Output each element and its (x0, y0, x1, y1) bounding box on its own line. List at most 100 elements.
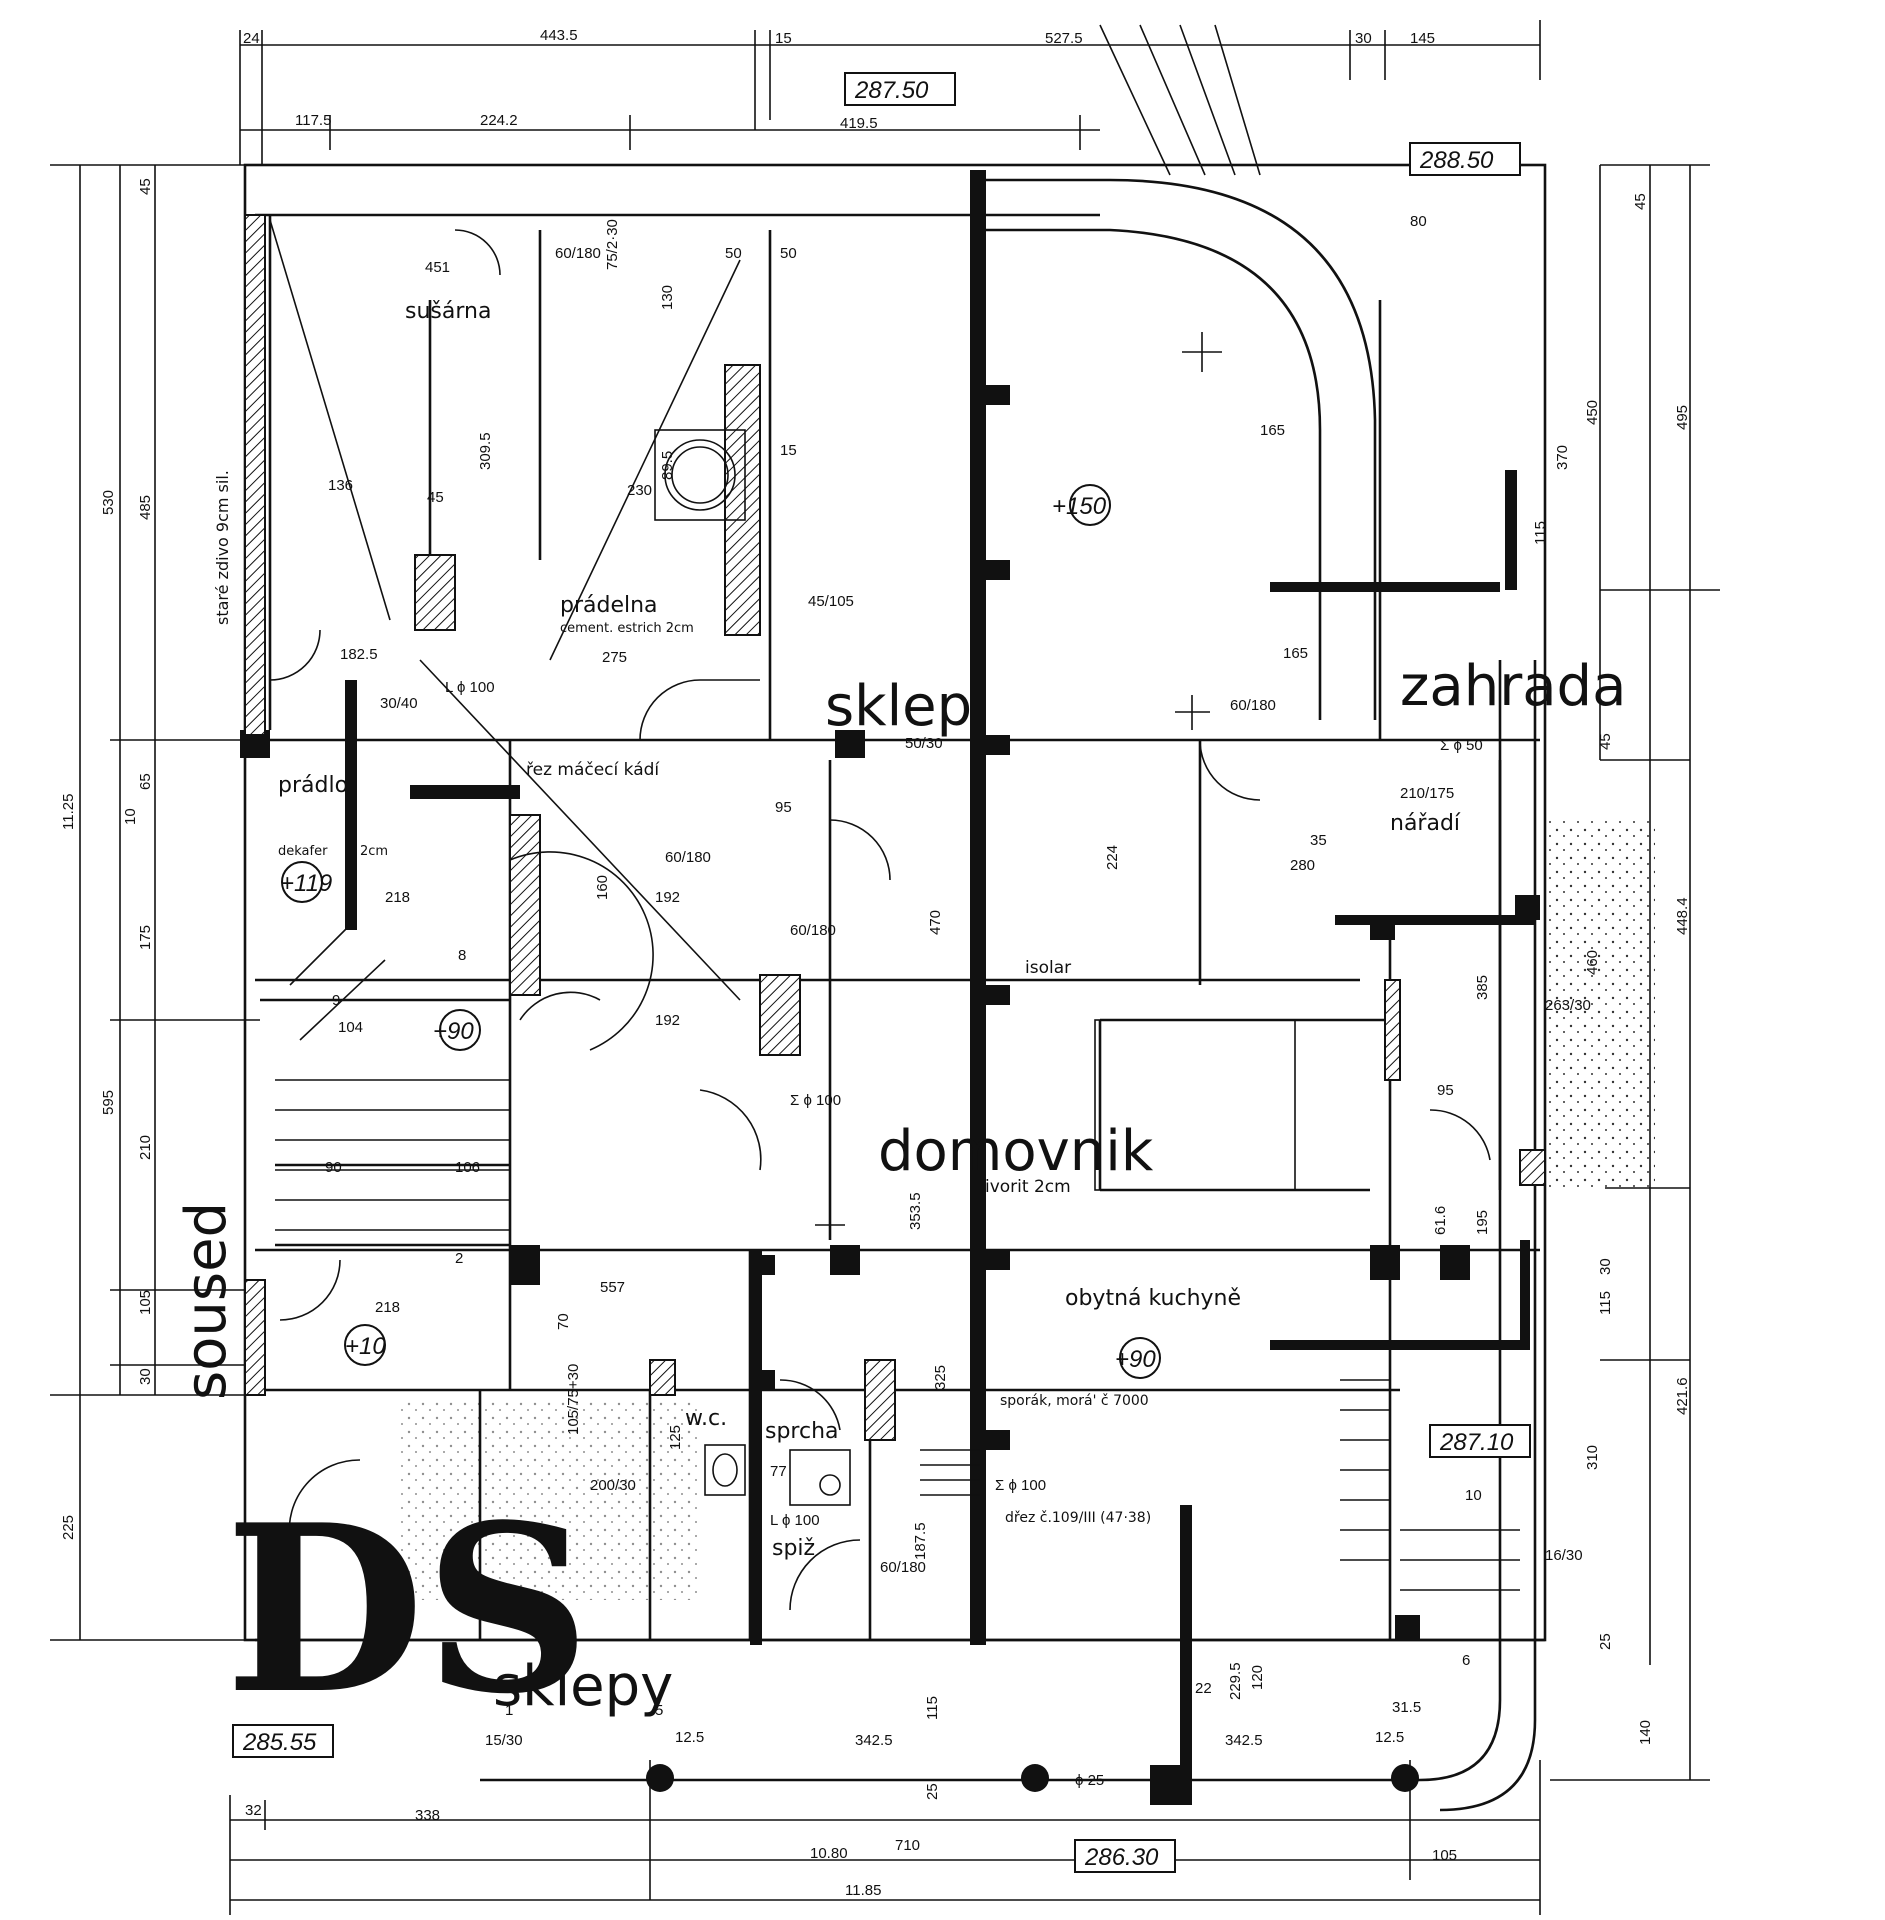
level-right: 287.10 (1439, 1429, 1514, 1456)
dim-450: 450 (1584, 400, 1601, 425)
hatched-masonry (244, 214, 1546, 1441)
dim-105-75: 105/75+30 (565, 1364, 582, 1435)
door-swings (269, 229, 1491, 1611)
dim-89-5: 89.5 (659, 451, 676, 480)
level-boxes: 287.50 288.50 287.10 285.55 286.30 (232, 72, 1531, 1873)
dim-210: 210 (137, 1135, 154, 1160)
stairs (269, 219, 1520, 1591)
wash-boiler (654, 429, 746, 521)
dim-25-right: 25 (1597, 1633, 1614, 1650)
dimension-texts-right: 45 495 450 370 115 45 448.4 460 421.6 30… (1532, 193, 1691, 1745)
dim-342-5-a: 342.5 (855, 1732, 893, 1749)
dim-65: 65 (137, 773, 154, 790)
dim-385: 385 (1474, 975, 1491, 1000)
dim-75-230: 75/2·30 (604, 219, 621, 270)
dim-2: 2 (455, 1250, 463, 1267)
pipe-phi25: ϕ 25 (1075, 1772, 1104, 1789)
dim-210-175: 210/175 (1400, 785, 1454, 802)
dim-30-right: 30 (1597, 1258, 1614, 1275)
dim-80: 80 (1410, 213, 1427, 230)
dim-6: 6 (1462, 1652, 1470, 1669)
dim-309-5: 309.5 (477, 432, 494, 470)
curved-wall (980, 178, 1377, 720)
dim-1: 1 (505, 1702, 513, 1719)
dim-451: 451 (425, 259, 450, 276)
dim-11-25: 11.25 (60, 794, 77, 830)
dim-218-a: 218 (385, 889, 410, 906)
dim-45-a: 45 (427, 489, 444, 506)
dim-353-5: 353.5 (907, 1192, 924, 1230)
dim-45: 45 (137, 178, 154, 195)
dim-10-inner: 10 (1465, 1487, 1482, 1504)
room-label-sklep: sklep (825, 674, 972, 739)
label-dekafer-thickness: 2cm (360, 844, 388, 859)
level-crosses (815, 332, 1222, 1240)
dim-224: 224 (1104, 845, 1121, 870)
dim-182-5: 182.5 (340, 646, 378, 663)
pipe-lphi100-a: L ϕ 100 (445, 679, 495, 696)
dim-530: 530 (100, 490, 117, 515)
dim-77: 77 (770, 1463, 787, 1480)
dim-105: 105 (137, 1290, 154, 1315)
dim-338: 338 (415, 1807, 440, 1824)
dim-470: 470 (927, 910, 944, 935)
dim-280: 280 (1290, 857, 1315, 874)
dim-9: 9 (332, 992, 340, 1009)
dim-192-b: 192 (655, 1012, 680, 1029)
level-top-center: 287.50 (854, 77, 929, 104)
dim-117-5: 117.5 (295, 112, 331, 129)
dim-30-40: 30/40 (380, 695, 418, 712)
dim-50-30: 50/30 (905, 735, 943, 752)
mark-plus119: +119 (280, 870, 332, 897)
dim-60-180-b: 60/180 (1230, 697, 1276, 714)
label-sporak: sporák, morá' č 7000 (1000, 1393, 1149, 1409)
label-isolar: isolar (1025, 958, 1071, 978)
dim-45-right-b: 45 (1597, 733, 1614, 750)
dim-12-5-b: 12.5 (1375, 1729, 1404, 1746)
dim-106: 106 (455, 1159, 480, 1176)
height-marks: +150 +119 +90 +90 +10 (280, 484, 1161, 1379)
dim-95-a: 95 (1437, 1082, 1454, 1099)
thick-walls (240, 170, 1540, 1805)
dim-15-30: 15/30 (485, 1732, 523, 1749)
dim-448-4: 448.4 (1674, 897, 1691, 935)
dim-370: 370 (1554, 445, 1571, 470)
pipe-labels: L ϕ 100 L ϕ 100 Σ ϕ 100 Σ ϕ 100 Σ ϕ 50 ϕ… (445, 679, 1483, 1789)
dim-115-right: 115 (1532, 521, 1549, 545)
dim-419-5: 419.5 (840, 115, 878, 132)
dim-45-105: 45/105 (808, 593, 854, 610)
dim-175: 175 (137, 925, 154, 950)
dim-187-5: 187.5 (912, 1522, 929, 1560)
dimension-texts-inner: 60/180 451 75/2·30 50 50 130 309.5 89.5 … (325, 213, 1591, 1716)
pipe-sphi100-b: Σ ϕ 100 (995, 1477, 1046, 1494)
dim-224-2: 224.2 (480, 112, 518, 129)
dim-120: 120 (1249, 1665, 1266, 1690)
dim-275: 275 (602, 649, 627, 666)
dim-12-5-a: 12.5 (675, 1729, 704, 1746)
dim-460: 460 (1584, 950, 1601, 975)
dim-218-b: 218 (375, 1299, 400, 1316)
dimension-texts-left: 530 485 45 11.25 65 10 175 595 210 105 3… (60, 178, 154, 1540)
dim-60-180-e: 60/180 (880, 1559, 926, 1576)
dim-443-5: 443.5 (540, 27, 578, 44)
dimension-lines (50, 20, 1720, 1915)
dim-61-6: 61.6 (1432, 1206, 1449, 1235)
dim-230: 230 (627, 482, 652, 499)
dim-30: 30 (1355, 30, 1372, 47)
label-sklepy: sklepy (493, 1654, 673, 1719)
mark-plus90-b: +90 (1115, 1346, 1156, 1373)
dim-130: 130 (659, 285, 676, 310)
garden-path-curve (480, 660, 1537, 1812)
room-label-spiz: spiž (772, 1536, 815, 1561)
dim-165-a: 165 (1260, 422, 1285, 439)
dim-24: 24 (243, 30, 260, 47)
dim-527-5: 527.5 (1045, 30, 1083, 47)
room-label-naradi: nářadí (1390, 811, 1461, 836)
mark-plus150: +150 (1052, 493, 1107, 520)
room-label-susarna: sušárna (405, 299, 491, 324)
dim-50-a: 50 (725, 245, 742, 262)
dim-557: 557 (600, 1279, 625, 1296)
dim-35: 35 (1310, 832, 1327, 849)
label-drez: dřez č.109/III (47·38) (1005, 1510, 1151, 1526)
